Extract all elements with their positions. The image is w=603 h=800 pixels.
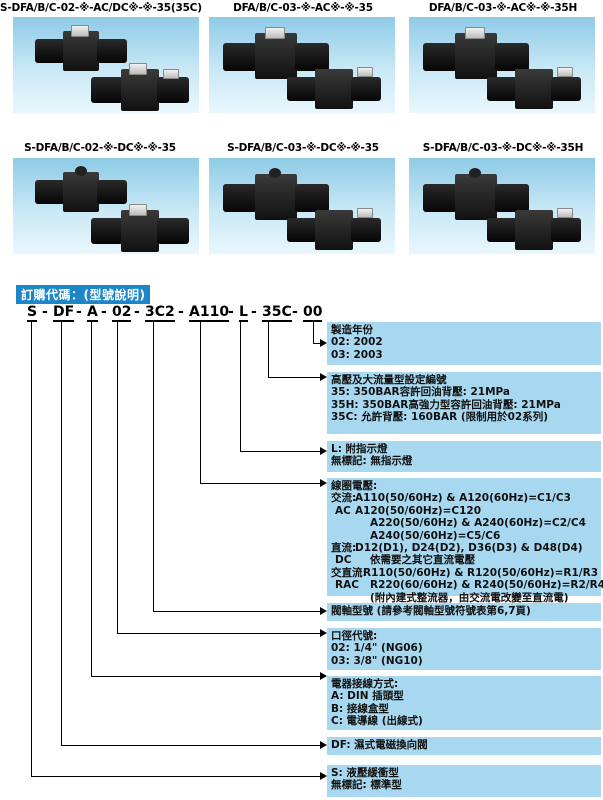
connector-line <box>313 343 321 344</box>
code-size: 02 <box>112 304 132 322</box>
arrow-icon <box>320 672 327 680</box>
code-dash: - <box>42 304 48 320</box>
code-dash: - <box>292 304 298 320</box>
s-box: S: 液壓緩衝型 無標記: 標準型 <box>327 765 601 797</box>
code-dash: - <box>101 304 107 320</box>
product-photo <box>409 158 595 254</box>
connector-line <box>117 322 118 634</box>
code-dash: - <box>76 304 82 320</box>
code-lamp: L <box>239 304 248 322</box>
arrow-icon <box>320 741 327 749</box>
connector-line <box>200 483 321 484</box>
connector-line <box>200 322 201 484</box>
pressure-box: 高壓及大流量型設定編號 35: 350BAR容許回油背壓: 21MPa 35H:… <box>327 372 601 434</box>
product-title: S-DFA/B/C-02-※-DC※-※-35 <box>24 142 176 154</box>
arrow-icon <box>320 447 327 455</box>
connector-line <box>268 322 269 378</box>
arrow-icon <box>320 772 327 780</box>
product-photo <box>409 17 595 113</box>
year-box: 製造年份 02: 2002 03: 2003 <box>327 322 601 365</box>
code-a: A <box>87 304 98 322</box>
arrow-icon <box>320 479 327 487</box>
code-s: S <box>27 304 38 322</box>
connector-line <box>240 322 241 452</box>
product-title: DFA/B/C-03-※-AC※-※-35H <box>428 2 578 14</box>
lamp-box: L: 附指示燈 無標記: 無指示燈 <box>327 441 601 472</box>
coil-voltage-box: 線圈電壓: 交流: A110(50/60Hz) & A120(60Hz)=C1/… <box>327 478 603 604</box>
code-dash: - <box>228 304 234 320</box>
wiring-box: 電器接線方式: A: DIN 插頭型 B: 接線盒型 C: 電導線 (出線式) <box>327 676 601 730</box>
code-coil: A110 <box>189 304 230 322</box>
code-df: DF <box>53 304 75 322</box>
product-title: S-DFA/B/C-02-※-AC/DC※-※-35(35C) <box>0 2 202 14</box>
connector-line <box>61 322 62 746</box>
spool-box: 閥軸型號 (請參考閥軸型號符號表第6,7頁) <box>327 603 601 621</box>
connector-line <box>31 776 321 777</box>
code-spool: 3C2 <box>145 304 175 322</box>
connector-line <box>268 377 321 378</box>
code-dash: - <box>178 304 184 320</box>
product-title: DFA/B/C-03-※-AC※-※-35 <box>233 2 373 14</box>
code-pressure: 35C <box>262 304 292 322</box>
connector-line <box>91 676 321 677</box>
arrow-icon <box>320 339 327 347</box>
connector-line <box>153 611 321 612</box>
order-code-heading: 訂購代碼：(型號說明) <box>16 285 151 304</box>
code-dash: - <box>134 304 140 320</box>
connector-line <box>313 322 314 344</box>
arrow-icon <box>320 607 327 615</box>
connector-line <box>61 745 321 746</box>
code-year: 00 <box>303 304 323 322</box>
connector-line <box>240 451 321 452</box>
code-dash: - <box>251 304 257 320</box>
product-photo <box>209 17 395 113</box>
connector-line <box>153 322 154 612</box>
arrow-icon <box>320 629 327 637</box>
product-title: S-DFA/B/C-03-※-DC※-※-35H <box>422 142 584 154</box>
connector-line <box>117 633 321 634</box>
product-photo <box>13 17 199 113</box>
product-photo <box>13 158 199 254</box>
arrow-icon <box>320 373 327 381</box>
df-box: DF: 濕式電磁換向閥 <box>327 737 601 755</box>
product-title: S-DFA/B/C-03-※-DC※-※-35 <box>227 142 379 154</box>
size-box: 口徑代號: 02: 1/4" (NG06) 03: 3/8" (NG10) <box>327 628 601 670</box>
connector-line <box>31 322 32 777</box>
product-photo <box>209 158 395 254</box>
connector-line <box>91 322 92 677</box>
